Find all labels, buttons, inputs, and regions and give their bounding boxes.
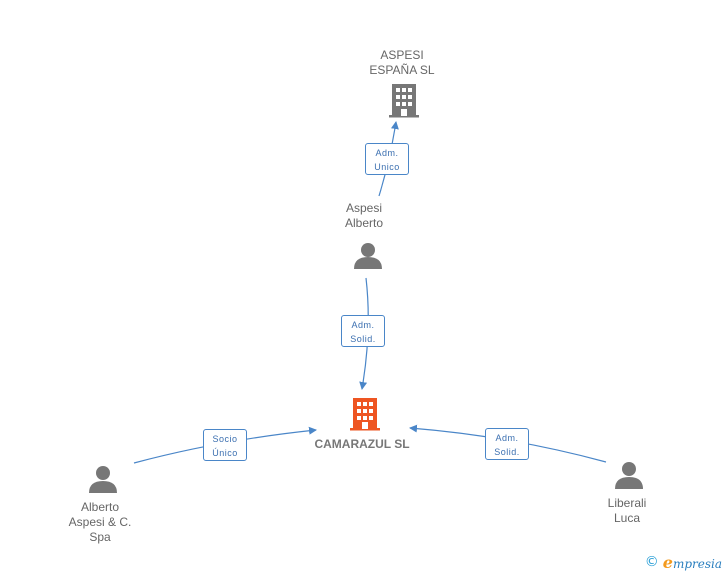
badge-line: Unico bbox=[374, 162, 400, 172]
label-line: ASPESI bbox=[380, 48, 424, 62]
badge-line: Adm. bbox=[375, 148, 399, 158]
label-line: Aspesi & C. bbox=[68, 515, 132, 529]
copyright-icon: © bbox=[644, 554, 659, 570]
node-label-alberto-spa[interactable]: Alberto Aspesi & C. Spa bbox=[69, 500, 132, 545]
brand-rest: mpresia bbox=[672, 556, 722, 571]
label-line: Alberto bbox=[344, 216, 384, 230]
label-line: Liberali bbox=[607, 496, 647, 510]
edge-badge-adm-solid[interactable]: Adm. Solid. bbox=[341, 315, 385, 347]
badge-line: Único bbox=[212, 448, 238, 458]
brand-name: empresia bbox=[663, 553, 722, 572]
node-label-aspesi-espana[interactable]: ASPESI ESPAÑA SL bbox=[369, 48, 434, 78]
label-line: Aspesi bbox=[345, 201, 383, 215]
edge-badge-socio-unico[interactable]: Socio Único bbox=[203, 429, 247, 461]
badge-line: Adm. bbox=[495, 433, 519, 443]
label-line: Luca bbox=[613, 511, 641, 525]
label-line: ESPAÑA SL bbox=[369, 63, 435, 77]
label-line: Spa bbox=[89, 530, 111, 544]
node-label-liberali[interactable]: Liberali Luca bbox=[608, 496, 647, 526]
badge-line: Solid. bbox=[494, 447, 520, 457]
person-icon[interactable] bbox=[354, 243, 382, 269]
person-icon[interactable] bbox=[89, 466, 117, 493]
node-label-aspesi-alberto[interactable]: Aspesi Alberto bbox=[345, 201, 383, 231]
brand-watermark: © empresia bbox=[644, 553, 722, 572]
badge-line: Socio bbox=[212, 434, 238, 444]
edge-badge-adm-unico[interactable]: Adm. Unico bbox=[365, 143, 409, 175]
label-line: Alberto bbox=[80, 500, 120, 514]
brand-initial: e bbox=[662, 552, 673, 572]
main-company-label[interactable]: CAMARAZUL SL bbox=[314, 437, 410, 451]
badge-line: Adm. bbox=[351, 320, 375, 330]
badge-line: Solid. bbox=[350, 334, 376, 344]
building-icon[interactable] bbox=[389, 84, 419, 118]
main-building-icon[interactable] bbox=[350, 398, 380, 431]
person-icon[interactable] bbox=[615, 462, 643, 489]
edge-badge-adm-solid-2[interactable]: Adm. Solid. bbox=[485, 428, 529, 460]
